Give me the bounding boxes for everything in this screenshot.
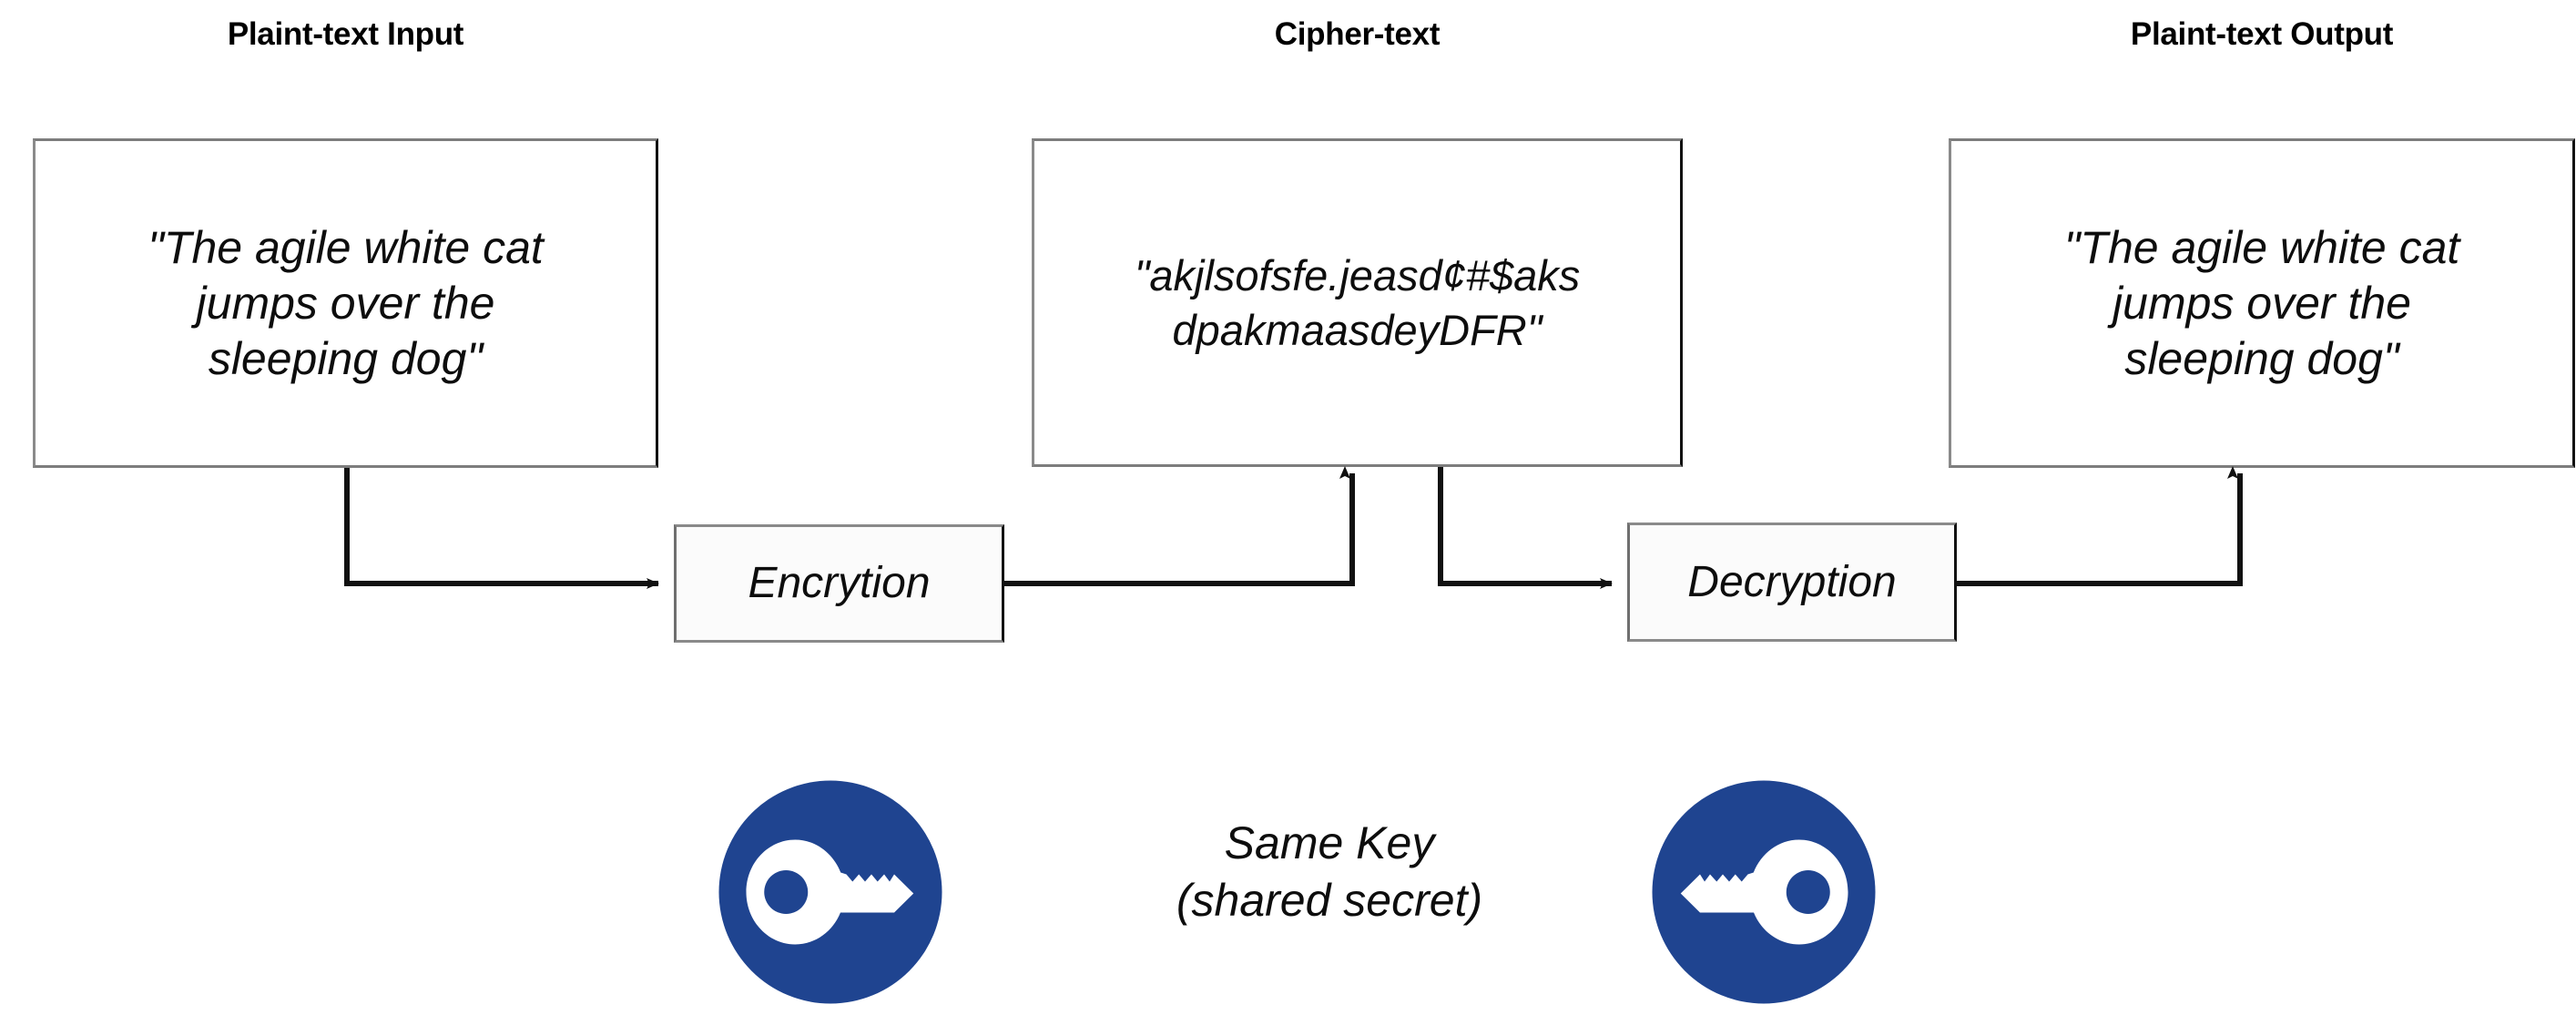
decryption-box[interactable]: Decryption — [1627, 523, 1957, 642]
key-icon — [1652, 780, 1876, 1004]
header-plaintext-input: Plaint-text Input — [227, 16, 464, 52]
plaintext-output-box[interactable]: "The agile white cat jumps over the slee… — [1949, 138, 2575, 468]
arrow-ciphertext-to-decryption — [1438, 467, 1613, 589]
shared-key-left[interactable] — [717, 778, 944, 1006]
arrow-encryption-to-ciphertext — [1004, 466, 1355, 586]
ciphertext-text: "akjlsofsfe.jeasd¢#$aks dpakmaasdeyDFR" — [1134, 250, 1581, 354]
shared-key-right[interactable] — [1650, 778, 1878, 1006]
arrow-decryption-to-output — [1957, 466, 2243, 586]
shared-key-caption: Same Key (shared secret) — [1176, 817, 1483, 926]
ciphertext-box[interactable]: "akjlsofsfe.jeasd¢#$aks dpakmaasdeyDFR" — [1032, 138, 1683, 467]
plaintext-input-box[interactable]: "The agile white cat jumps over the slee… — [33, 138, 658, 468]
header-plaintext-output: Plaint-text Output — [2130, 16, 2394, 52]
plaintext-input-text: "The agile white cat jumps over the slee… — [148, 221, 544, 384]
key-icon — [718, 780, 942, 1004]
encryption-box[interactable]: Encrytion — [674, 524, 1004, 643]
encryption-label: Encrytion — [748, 559, 931, 607]
arrow-input-to-encryption — [344, 468, 659, 589]
header-ciphertext: Cipher-text — [1274, 16, 1441, 52]
plaintext-output-text: "The agile white cat jumps over the slee… — [2063, 221, 2460, 384]
decryption-label: Decryption — [1687, 557, 1897, 606]
